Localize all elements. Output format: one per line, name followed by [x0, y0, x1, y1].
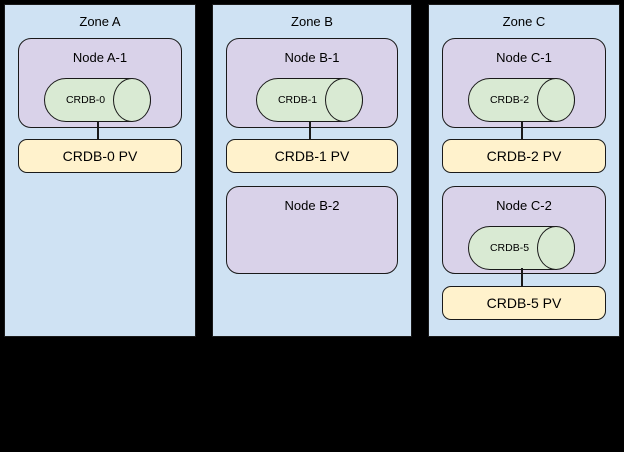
- node-a1: Node A-1 CRDB-0: [18, 38, 182, 128]
- pod-to-pv-connector: [521, 121, 523, 140]
- cylinder-cap: [537, 226, 575, 270]
- node-c2: Node C-2 CRDB-5: [442, 186, 606, 274]
- crdb-1-pod-label: CRDB-1: [277, 94, 318, 106]
- node-b2: Node B-2: [226, 186, 398, 274]
- node-b1-title: Node B-1: [284, 50, 340, 65]
- crdb-5-pod-cylinder: CRDB-5: [468, 226, 575, 270]
- node-b2-title: Node B-2: [284, 198, 340, 213]
- pod-to-pv-connector: [97, 121, 99, 140]
- crdb-0-pod-cylinder: CRDB-0: [44, 78, 151, 122]
- node-a1-title: Node A-1: [72, 50, 128, 65]
- zone-a-title: Zone A: [79, 14, 121, 29]
- crdb-0-pod-label: CRDB-0: [65, 94, 106, 106]
- crdb-2-pv-box: CRDB-2 PV: [442, 139, 606, 173]
- node-c1: Node C-1 CRDB-2: [442, 38, 606, 128]
- node-b1: Node B-1 CRDB-1: [226, 38, 398, 128]
- crdb-1-pv-box: CRDB-1 PV: [226, 139, 398, 173]
- zone-c: Zone C Node C-1 CRDB-2 CRDB-2 PV Node C-…: [428, 4, 620, 337]
- zone-a: Zone A Node A-1 CRDB-0 CRDB-0 PV: [4, 4, 196, 337]
- zone-c-title: Zone C: [502, 14, 546, 29]
- crdb-5-pod-label: CRDB-5: [489, 242, 530, 254]
- crdb-2-pod-cylinder: CRDB-2: [468, 78, 575, 122]
- crdb-2-pod-label: CRDB-2: [489, 94, 530, 106]
- pod-to-pv-connector: [521, 268, 523, 287]
- cylinder-cap: [325, 78, 363, 122]
- zone-b-title: Zone B: [291, 14, 333, 29]
- pod-to-pv-connector: [309, 121, 311, 140]
- crdb-1-pod-cylinder: CRDB-1: [256, 78, 363, 122]
- crdb-0-pv-box: CRDB-0 PV: [18, 139, 182, 173]
- node-c2-title: Node C-2: [496, 198, 552, 213]
- crdb-5-pv-box: CRDB-5 PV: [442, 286, 606, 320]
- cylinder-cap: [537, 78, 575, 122]
- cylinder-cap: [113, 78, 151, 122]
- zone-b: Zone B Node B-1 CRDB-1 CRDB-1 PV Node B-…: [212, 4, 412, 337]
- node-c1-title: Node C-1: [496, 50, 552, 65]
